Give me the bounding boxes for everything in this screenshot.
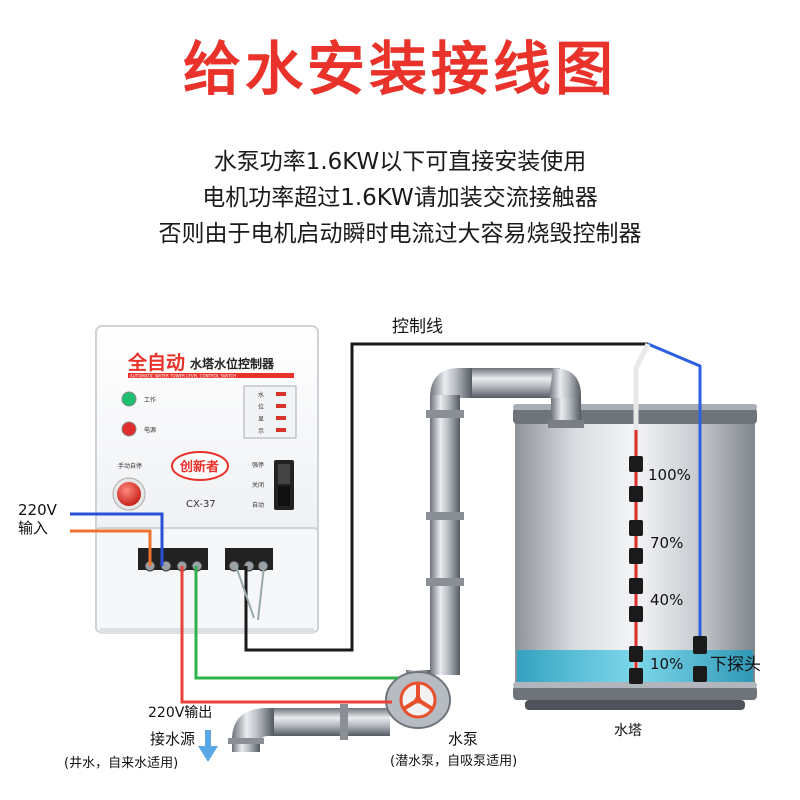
probe-10 <box>629 646 643 662</box>
probe-100 <box>629 456 643 472</box>
controller: 全自动 水塔水位控制器 AUTOMATIC WATER TOWER LEVEL … <box>95 325 319 634</box>
work-lamp-label: 工作 <box>144 396 156 404</box>
controller-english: AUTOMATIC WATER TOWER LEVEL CONTROL SWIT… <box>130 374 236 379</box>
pump-label: 水泵 <box>448 730 479 748</box>
level-probes <box>629 456 707 684</box>
input-label: 220V 输入 <box>18 501 57 537</box>
input-wire-blue <box>70 512 164 566</box>
model-number: CX-37 <box>186 499 216 510</box>
lower-probe-wire <box>647 342 702 642</box>
terminal-block <box>138 548 273 572</box>
water-source-arrow <box>198 730 218 762</box>
brand-name: 创新者 <box>179 459 219 475</box>
tower-label: 水塔 <box>614 723 642 739</box>
output-label: 220V输出 <box>148 705 213 721</box>
output-wire-red <box>180 566 392 704</box>
controller-name: 水塔水位控制器 <box>190 356 275 371</box>
water-source-note: (井水，自来水适用) <box>64 756 179 771</box>
switch-label: 自动 <box>252 501 264 509</box>
probe <box>629 606 643 622</box>
probe <box>629 548 643 564</box>
pump-note: (潜水泵，自吸泵适用) <box>390 754 518 769</box>
probe-70 <box>629 520 643 536</box>
level-label-40: 40% <box>650 591 684 609</box>
probe <box>629 668 643 684</box>
page-title: 给水安装接线图 <box>182 35 617 103</box>
level-label-100: 100% <box>648 466 691 484</box>
brand-logo: 创新者 <box>171 451 229 481</box>
controller-name-prefix: 全自动 <box>127 351 185 374</box>
work-lamp <box>121 391 137 407</box>
level-label: 示 <box>258 428 264 435</box>
output-wire-green <box>194 566 398 680</box>
note-line: 水泵功率1.6KW以下可直接安装使用 <box>213 149 587 175</box>
switch-label: 强停 <box>252 461 264 469</box>
level-label: 显 <box>258 416 264 423</box>
level-indicator-panel: 水 位 显 示 <box>258 391 286 435</box>
power-lamp-label: 电源 <box>144 426 156 434</box>
mode-switch: 强停 关闭 自动 <box>252 460 294 510</box>
control-wire-black <box>244 342 648 652</box>
switch-label: 关闭 <box>252 481 264 489</box>
pump <box>385 671 451 729</box>
level-label-70: 70% <box>650 534 684 552</box>
level-label: 水 <box>258 391 264 399</box>
power-lamp <box>121 421 137 437</box>
note-line: 否则由于电机启动瞬时电流过大容易烧毁控制器 <box>158 221 642 247</box>
probe-40 <box>629 578 643 594</box>
input-wire-orange <box>70 529 152 566</box>
water-source-label: 接水源 <box>150 730 196 748</box>
level-label-10: 10% <box>650 655 684 673</box>
lower-probe <box>693 636 707 654</box>
lower-probe-label: 下探头 <box>710 655 761 675</box>
note-line: 电机功率超过1.6KW请加装交流接触器 <box>202 185 598 211</box>
control-wire-label: 控制线 <box>392 317 443 337</box>
lower-probe-tip <box>693 666 707 682</box>
probe <box>629 486 643 502</box>
level-label: 位 <box>258 403 264 411</box>
reset-label: 手动自停 <box>118 462 142 470</box>
reset-button <box>117 482 141 506</box>
